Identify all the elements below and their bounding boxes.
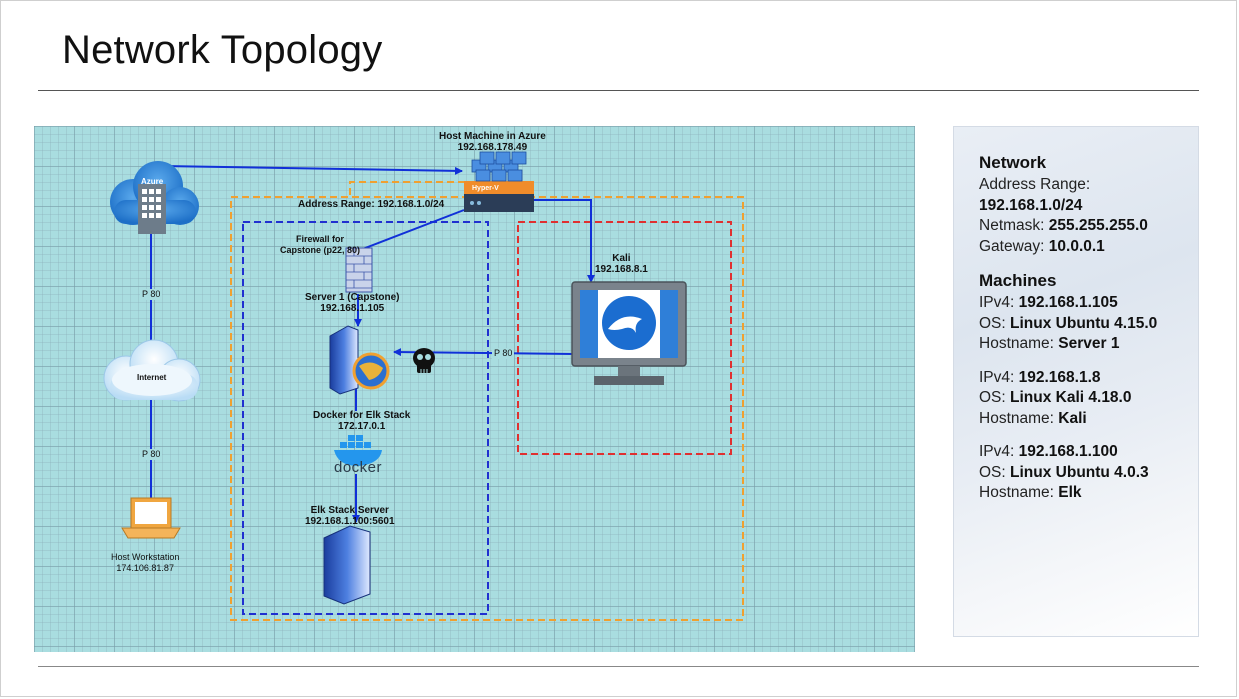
port-label-internet-workstation: P 80 (140, 449, 163, 460)
address-range-value: 192.168.1.0/24 (979, 196, 1083, 214)
blue-zone (242, 221, 489, 615)
hostname-value: Kali (1058, 409, 1087, 427)
server1-ip: 192.168.1.105 (320, 303, 385, 314)
azure-cloud-icon (110, 161, 199, 234)
docker-name: Docker for Elk Stack (313, 410, 411, 421)
address-range-row: Address Range: (979, 175, 1198, 196)
ipv4-key: IPv4: (979, 368, 1019, 386)
hostname-key: Hostname: (979, 484, 1059, 501)
os-value: Linux Ubuntu 4.0.3 (1010, 463, 1149, 481)
elk-server-icon (323, 525, 371, 605)
docker-logo-text: docker (334, 459, 383, 476)
ipv4-value: 192.168.1.105 (1018, 294, 1118, 311)
kali-ip: 192.168.8.1 (595, 264, 648, 275)
machine-1-os: OS: Linux Ubuntu 4.15.0 (979, 314, 1198, 335)
address-range-value-row: 192.168.1.0/24 (979, 196, 1198, 217)
host-machine-name: Host Machine in Azure (439, 131, 546, 142)
hostname-key: Hostname: (979, 335, 1059, 352)
server1-name: Server 1 (Capstone) (305, 292, 400, 303)
address-range-key: Address Range: (979, 176, 1091, 193)
machine-3-os: OS: Linux Ubuntu 4.0.3 (979, 463, 1198, 484)
host-workstation-name: Host Workstation (111, 552, 180, 562)
docker-label: Docker for Elk Stack 172.17.0.1 (313, 410, 410, 432)
gateway-value: 10.0.0.1 (1048, 237, 1105, 255)
host-workstation-ip: 174.106.81.87 (116, 563, 174, 573)
gateway-row: Gateway: 10.0.0.1 (979, 237, 1198, 258)
kali-label: Kali 192.168.8.1 (595, 253, 648, 275)
skull-icon (413, 348, 435, 373)
ipv4-key: IPv4: (979, 294, 1019, 311)
ipv4-key: IPv4: (979, 443, 1019, 460)
docker-whale-icon (334, 435, 382, 466)
machine-1-ipv4: IPv4: 192.168.1.105 (979, 293, 1198, 314)
host-to-kali-link (534, 199, 595, 283)
server1-label: Server 1 (Capstone) 192.168.1.105 (305, 292, 399, 314)
firewall-label-line1: Firewall for (296, 234, 345, 244)
os-key: OS: (979, 389, 1011, 406)
host-workstation-label: Host Workstation 174.106.81.87 (111, 552, 179, 574)
machines-heading: Machines (979, 271, 1057, 290)
docker-ip: 172.17.0.1 (338, 421, 386, 432)
machine-3-hostname: Hostname: Elk (979, 483, 1198, 504)
spacer (979, 257, 1198, 271)
azure-label: Azure (141, 177, 164, 186)
ipv4-value: 192.168.1.8 (1018, 368, 1101, 386)
hyperv-server-stack-icon (464, 151, 534, 212)
server-tower-icon (329, 325, 359, 395)
gateway-key: Gateway: (979, 237, 1049, 255)
orange-dashed-connector (231, 181, 464, 198)
machine-3-ipv4: IPv4: 192.168.1.100 (979, 442, 1198, 463)
slide-title: Network Topology (62, 28, 383, 72)
hostname-value: Elk (1058, 484, 1082, 501)
spacer (979, 355, 1198, 368)
monitor-kali-icon (571, 281, 687, 385)
machine-2-hostname: Hostname: Kali (979, 409, 1198, 430)
topology-svg (103, 151, 744, 621)
red-zone (517, 221, 732, 455)
os-value: Linux Ubuntu 4.15.0 (1010, 314, 1158, 332)
laptop-icon (121, 497, 181, 539)
spacer (979, 429, 1198, 442)
netmask-row: Netmask: 255.255.255.0 (979, 216, 1198, 237)
os-value: Linux Kali 4.18.0 (1010, 389, 1132, 406)
firewall-icon (345, 247, 373, 293)
internet-label: Internet (137, 373, 167, 382)
host-machine-ip: 192.168.178.49 (457, 142, 528, 153)
network-heading: Network (979, 153, 1047, 172)
kali-name: Kali (612, 253, 631, 264)
azure-to-host-link (161, 165, 463, 175)
title-divider (38, 90, 1199, 91)
address-range-label: Address Range: 192.168.1.0/24 (298, 199, 445, 210)
port-label-azure-internet: P 80 (140, 289, 163, 300)
host-machine-label: Host Machine in Azure 192.168.178.49 (439, 131, 546, 153)
hostname-value: Server 1 (1058, 335, 1120, 352)
firewall-label: Firewall for Capstone (p22, 80) (280, 234, 360, 256)
port-label-kali-server: P 80 (492, 348, 515, 359)
netmask-key: Netmask: (979, 217, 1049, 234)
machine-2-ipv4: IPv4: 192.168.1.8 (979, 368, 1198, 389)
ipv4-value: 192.168.1.100 (1018, 443, 1118, 460)
hyperv-label: Hyper-V (472, 185, 499, 192)
hostname-key: Hostname: (979, 409, 1059, 427)
internet-cloud-icon (103, 339, 201, 402)
machine-1-hostname: Hostname: Server 1 (979, 334, 1198, 355)
footer-divider (38, 666, 1199, 667)
machine-2-os: OS: Linux Kali 4.18.0 (979, 388, 1198, 409)
globe-icon (352, 352, 390, 390)
firewall-label-line2: Capstone (p22, 80) (280, 245, 361, 255)
elk-name: Elk Stack Server (310, 505, 389, 516)
os-key: OS: (979, 463, 1011, 481)
host-to-firewall-link (359, 209, 465, 251)
os-key: OS: (979, 314, 1011, 332)
elk-label: Elk Stack Server 192.168.1.100:5601 (305, 505, 395, 527)
topology-diagram: Host Machine in Azure 192.168.178.49 Hyp… (34, 126, 915, 652)
network-info-panel: Network Address Range: 192.168.1.0/24 Ne… (953, 126, 1199, 637)
elk-ip: 192.168.1.100:5601 (305, 516, 395, 527)
netmask-value: 255.255.255.0 (1048, 217, 1148, 234)
